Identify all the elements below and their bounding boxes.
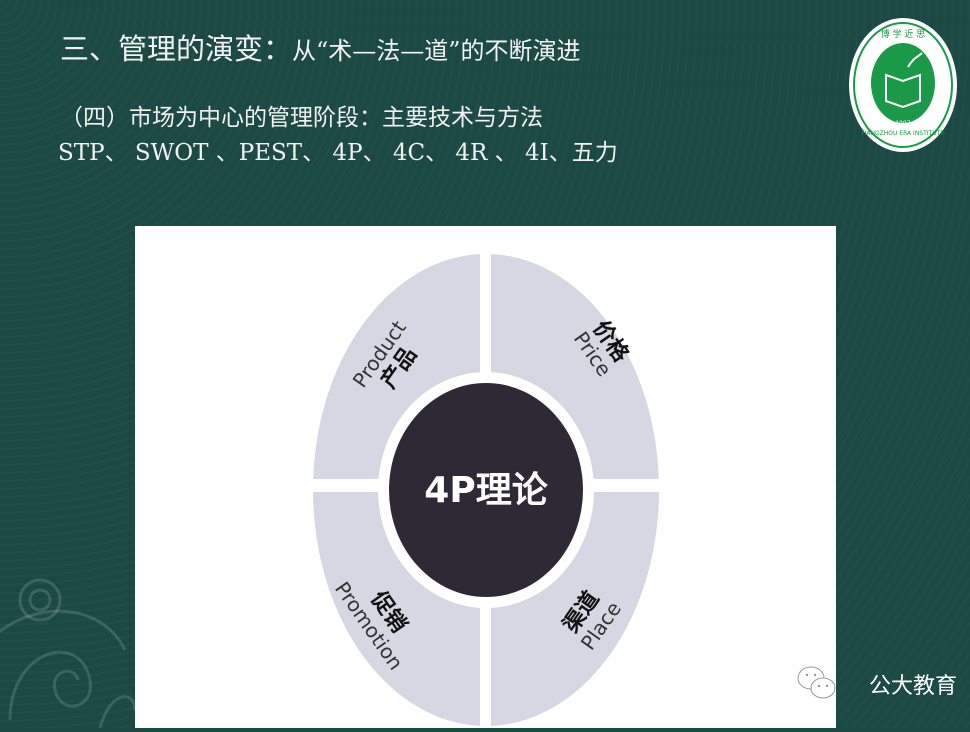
svg-text:博 学 近 思: 博 学 近 思 xyxy=(881,28,926,40)
diagram-panel: 4P理论 Product 产品 Price 价格 促销 Promotion 渠道… xyxy=(135,226,836,732)
4p-diagram: 4P理论 Product 产品 Price 价格 促销 Promotion 渠道… xyxy=(295,246,675,732)
institute-logo: 博 学 近 思 HANGZHOU ERA INSTITUTE 1997 xyxy=(849,18,957,152)
watermark-text: 公大教育 xyxy=(869,674,958,699)
slide-subtitle: （四）市场为中心的管理阶段：主要技术与方法 xyxy=(60,105,543,131)
methods-list: STP、 SWOT 、PEST、 4P、 4C、 4R 、 4I、五力 xyxy=(58,140,618,166)
center-circle xyxy=(389,383,583,597)
svg-text:HANGZHOU ERA INSTITUTE: HANGZHOU ERA INSTITUTE xyxy=(862,130,944,137)
wechat-icon xyxy=(797,666,836,699)
decorative-swirl xyxy=(0,578,135,728)
center-label: 4P理论 xyxy=(424,470,548,511)
watermark: 公大教育 xyxy=(795,664,957,704)
slide-title: 三、管理的演变：从“术—法—道”的不断演进 xyxy=(60,26,581,68)
svg-text:1997: 1997 xyxy=(895,120,910,127)
title-main: 三、管理的演变： xyxy=(60,32,293,66)
title-rest: 从“术—法—道”的不断演进 xyxy=(292,37,581,65)
